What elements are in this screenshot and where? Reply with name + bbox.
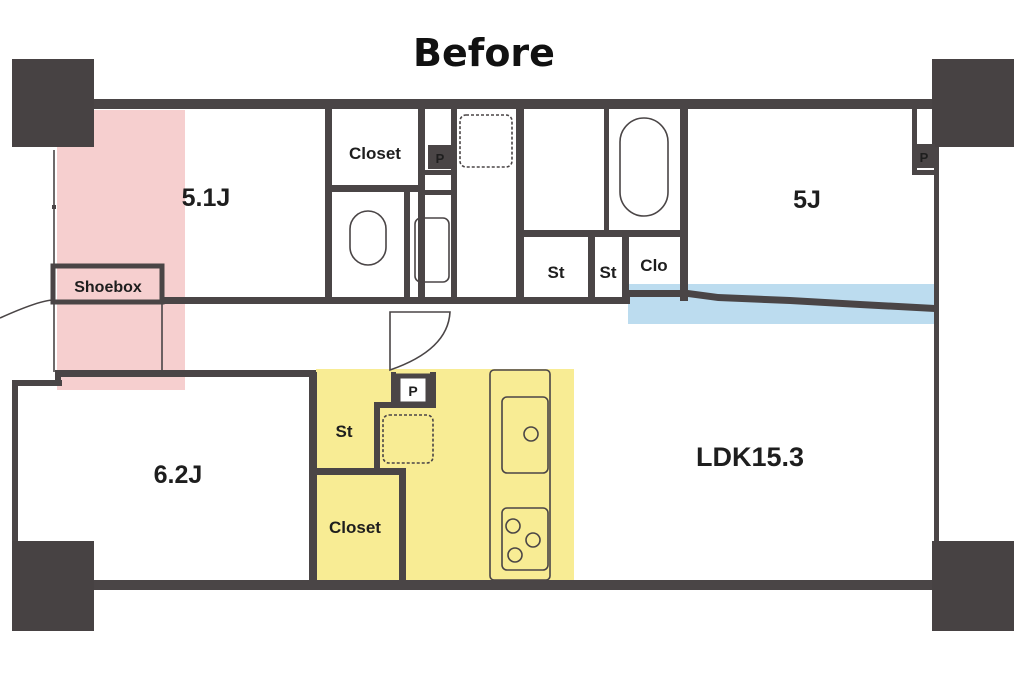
storage-divider-a: [588, 235, 595, 301]
plan-title: Before: [413, 31, 555, 75]
bath-divider-wall: [604, 109, 609, 233]
closet-top-bottom-wall: [325, 185, 423, 192]
p-box-c: [913, 144, 935, 168]
washbasin: [414, 217, 450, 283]
pipe-boxes: [395, 144, 935, 407]
entrance-step-vertical: [55, 370, 61, 386]
fridge-space: [382, 414, 434, 464]
exterior-walls: [12, 99, 940, 590]
room-label-upper-left: 5.1J: [182, 184, 231, 212]
column-bottom-right: [932, 541, 1014, 631]
top-wall: [55, 99, 940, 109]
bottom-wall: [55, 580, 940, 590]
storage-label-c: St: [336, 422, 353, 441]
cooktop: [501, 507, 549, 571]
window-ticks: [12, 205, 939, 483]
shaft-5j-left-wall: [912, 109, 917, 175]
right-window-wall: [934, 110, 939, 550]
storage-label-a: St: [548, 263, 565, 282]
structural-columns: [12, 59, 1014, 631]
interior-walls: [12, 109, 937, 584]
window-tick: [52, 205, 56, 209]
shoebox-label: Shoebox: [74, 279, 142, 296]
toilet-divider-wall: [404, 192, 410, 301]
window-tick: [934, 435, 939, 440]
burner-a: [505, 518, 521, 534]
kitchen-counter: [489, 369, 551, 581]
room-label-ldk: LDK15.3: [696, 442, 804, 472]
column-top-left: [12, 59, 94, 147]
closet-label-top: Closet: [349, 144, 401, 163]
corridor-door-swing: [389, 311, 451, 372]
bath-right-wall: [680, 109, 688, 301]
storage-label-b: St: [600, 263, 617, 282]
kitchen-sink: [501, 396, 549, 474]
closet-short-label: Clo: [640, 256, 667, 275]
sink-drain: [523, 426, 539, 442]
kitchen-closet-top-wall: [316, 468, 402, 475]
window-tick: [934, 245, 939, 250]
burner-c: [507, 547, 523, 563]
bath-bottom-wall: [524, 230, 685, 237]
bedroom-5j-bottom-wall: [628, 290, 935, 312]
shaft-5j-bottom-wall: [912, 170, 937, 175]
pipe-shaft-low-wall: [425, 190, 455, 195]
kitchen-p-right-wall: [430, 372, 436, 408]
p-box-a: [428, 145, 452, 169]
left-lower-wall: [12, 380, 18, 550]
burner-b: [525, 532, 541, 548]
shoebox-cabinet: [50, 263, 165, 305]
pipe-label-c: P: [920, 150, 929, 165]
room-label-lower-left: 6.2J: [154, 461, 203, 489]
bathtub: [619, 117, 669, 217]
pipe-label-a: P: [436, 151, 445, 166]
washroom-right-wall: [516, 109, 524, 301]
bedroom-62j-right-wall: [309, 372, 317, 584]
p-box-b: [395, 373, 431, 407]
storage-divider-b: [622, 235, 629, 301]
laundry-pan: [459, 114, 513, 168]
pipe-label-b: P: [408, 383, 417, 399]
corridor-lower-wall: [58, 370, 316, 377]
entrance-step-wall: [12, 380, 62, 386]
pipe-shaft-bottom-wall: [425, 170, 455, 175]
corridor-upper-wall: [160, 297, 630, 304]
fixtures: [0, 114, 669, 581]
closet-label-bottom: Closet: [329, 518, 381, 537]
kitchen-st-right-wall: [374, 402, 380, 472]
bedroom-51j-right-wall: [325, 109, 332, 301]
kitchen-closet-right-wall: [399, 468, 406, 583]
room-label-upper-right: 5J: [793, 186, 821, 214]
kitchen-p-left-wall: [391, 372, 396, 406]
column-bottom-left: [12, 541, 94, 631]
closet-top-right-wall: [418, 109, 425, 301]
entrance-highlight-zone: [57, 110, 185, 390]
window-tick: [12, 478, 17, 483]
column-top-right: [932, 59, 1014, 147]
entrance-door-swing: [0, 299, 55, 372]
pipe-shaft-right-wall: [451, 109, 457, 301]
toilet-bowl: [349, 210, 387, 266]
